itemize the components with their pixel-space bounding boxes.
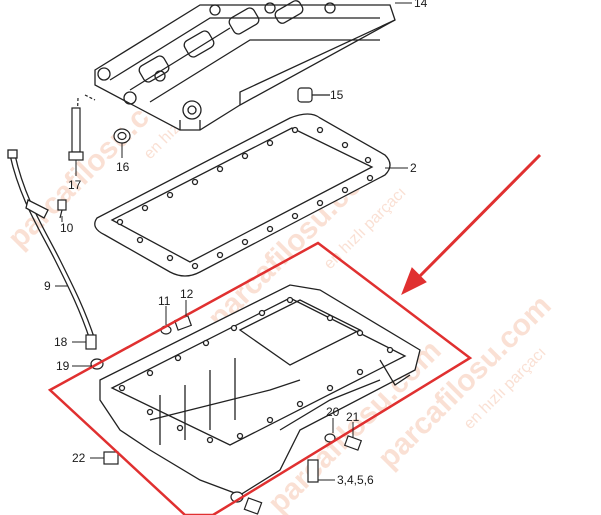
label-part-21: 21 — [346, 410, 360, 424]
label-part-16: 16 — [116, 160, 130, 174]
oil-pan-part — [99, 284, 421, 496]
label-part-15: 15 — [330, 88, 344, 102]
part-labels: 14 15 2 16 17 10 9 11 12 18 19 20 21 22 … — [44, 0, 428, 487]
label-part-17: 17 — [68, 178, 82, 192]
red-arrow — [401, 153, 542, 296]
label-part-18: 18 — [54, 335, 68, 349]
label-part-12: 12 — [180, 287, 194, 301]
label-part-2: 2 — [410, 161, 417, 175]
label-part-11: 11 — [158, 294, 171, 308]
label-part-19: 19 — [56, 359, 70, 373]
long-bolt-part — [68, 94, 96, 161]
leader-lines — [55, 2, 412, 481]
label-part-20: 20 — [326, 405, 340, 419]
label-part-10: 10 — [60, 221, 74, 235]
gasket-part — [94, 113, 391, 277]
label-part-22: 22 — [72, 451, 86, 465]
engine-block-part — [94, 0, 396, 131]
dipstick-tube-part — [7, 149, 96, 341]
small-bolt-part — [57, 199, 67, 219]
label-part-3-4-5-6: 3,4,5,6 — [337, 473, 374, 487]
label-part-14: 14 — [414, 0, 428, 10]
seal-ring-part — [113, 128, 131, 144]
fitting-part — [85, 334, 104, 370]
highlight-frame — [47, 241, 473, 515]
label-part-9: 9 — [44, 279, 51, 293]
